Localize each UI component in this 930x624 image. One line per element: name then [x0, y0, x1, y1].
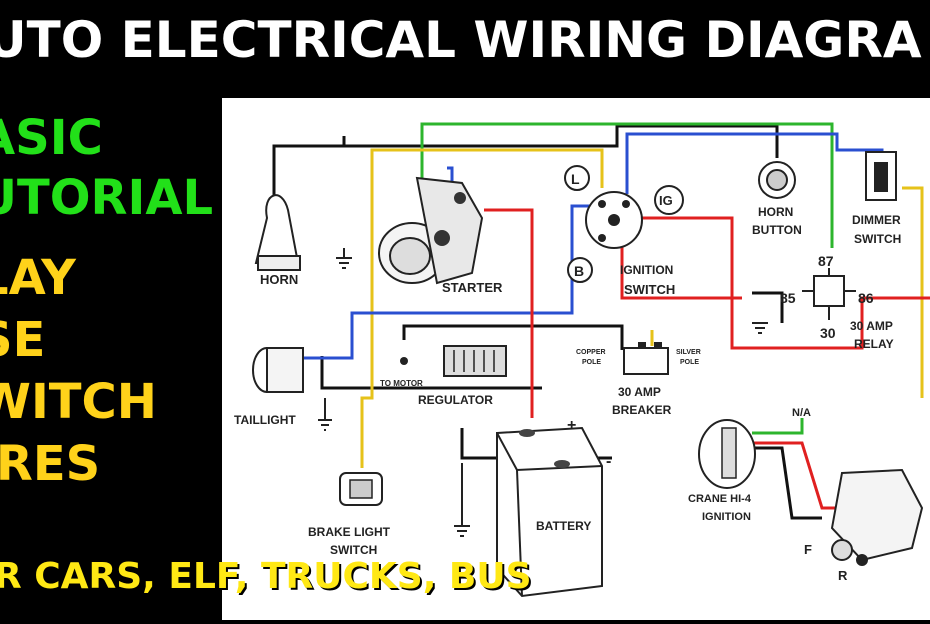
- label-starter: STARTER: [442, 280, 503, 295]
- label-copper-2: POLE: [582, 359, 601, 366]
- label-relay-87: 87: [818, 253, 834, 269]
- label-silver-2: POLE: [680, 359, 699, 366]
- label-ignition-1: IGNITION: [620, 263, 673, 277]
- wire-black-hornbutton: [742, 124, 779, 158]
- wire-black-horn: [272, 136, 346, 216]
- wire-black-85: [752, 291, 784, 323]
- wire-yellow-top: [370, 148, 604, 253]
- crane-ignition-component: [698, 419, 756, 489]
- wire-yellow-brake: [360, 253, 374, 468]
- label-copper-1: COPPER: [576, 349, 606, 356]
- video-title: UTO ELECTRICAL WIRING DIAGRA: [0, 11, 922, 69]
- label-relay-85: 85: [780, 290, 796, 306]
- taillight-component: [252, 347, 332, 431]
- label-regulator: REGULATOR: [418, 393, 493, 407]
- wiring-diagram: HORN STARTER L IG B IGNITION SWITCH HORN…: [234, 122, 930, 598]
- label-dimmer-2: SWITCH: [854, 232, 901, 246]
- side-line-switch: WITCH: [0, 374, 157, 430]
- wire-red-starter: [484, 208, 534, 418]
- label-dimmer-1: DIMMER: [852, 213, 901, 227]
- dimmer-switch-component: [865, 151, 897, 201]
- horn-button-component: [758, 161, 796, 199]
- wire-black-tail: [320, 356, 542, 390]
- label-to-motor: TO MOTOR: [380, 379, 423, 388]
- wire-blue-top: [625, 132, 884, 194]
- label-relay-1: 30 AMP: [850, 319, 893, 333]
- wiring-diagram-panel: HORN STARTER L IG B IGNITION SWITCH HORN…: [222, 98, 930, 620]
- label-ignition-2: SWITCH: [624, 282, 675, 297]
- wire-red-relay: [642, 216, 930, 350]
- wire-black-regulator: [402, 324, 624, 350]
- label-battery: BATTERY: [536, 519, 591, 533]
- label-horn: HORN: [260, 272, 298, 287]
- label-crane-2: IGNITION: [702, 511, 751, 523]
- label-ign-ig: IG: [659, 193, 673, 208]
- battery-component: [454, 426, 603, 598]
- side-line-relay: LAY: [0, 250, 76, 306]
- label-ign-l: L: [571, 171, 580, 187]
- starter-component: [378, 176, 484, 285]
- wire-blue-main: [282, 204, 594, 360]
- side-line-wires: IRES: [0, 436, 101, 492]
- side-line-fuse: SE: [0, 312, 46, 368]
- label-hornbutton-2: BUTTON: [752, 223, 802, 237]
- label-battery-minus: -: [606, 453, 611, 470]
- label-crane-1: CRANE HI-4: [688, 493, 752, 505]
- label-breaker-1: 30 AMP: [618, 385, 661, 399]
- bottom-banner: R CARS, ELF, TRUCKS, BUS: [0, 556, 532, 597]
- label-breaker-2: BREAKER: [612, 403, 672, 417]
- label-hornbutton-1: HORN: [758, 205, 793, 219]
- label-silver-1: SILVER: [676, 349, 701, 356]
- label-relay-2: RELAY: [854, 337, 894, 351]
- regulator-component: [400, 345, 507, 377]
- label-na: N/A: [792, 407, 811, 419]
- relay-component: [752, 268, 856, 334]
- wire-black-top: [344, 124, 742, 148]
- wire-green-na: [752, 418, 804, 435]
- horn-component: [254, 194, 352, 271]
- label-dist-r: R: [838, 568, 848, 583]
- side-line-tutorial: UTORIAL: [0, 170, 214, 226]
- wire-red-crane: [752, 441, 842, 510]
- label-relay-86: 86: [858, 290, 874, 306]
- label-ign-b: B: [574, 263, 584, 279]
- wire-group: [272, 122, 930, 520]
- label-taillight: TAILLIGHT: [234, 413, 296, 427]
- ignition-switch-component: [564, 165, 684, 283]
- brake-switch-component: [339, 472, 383, 506]
- label-brake-1: BRAKE LIGHT: [308, 525, 391, 539]
- wire-yellow-right: [902, 186, 924, 398]
- label-relay-30: 30: [820, 325, 836, 341]
- label-battery-plus: +: [567, 417, 576, 434]
- label-brake-2: SWITCH: [330, 543, 377, 557]
- label-dist-f: F: [804, 542, 812, 557]
- breaker-component: [623, 342, 669, 375]
- distributor-component: [830, 468, 924, 566]
- wire-black-crane: [742, 446, 822, 520]
